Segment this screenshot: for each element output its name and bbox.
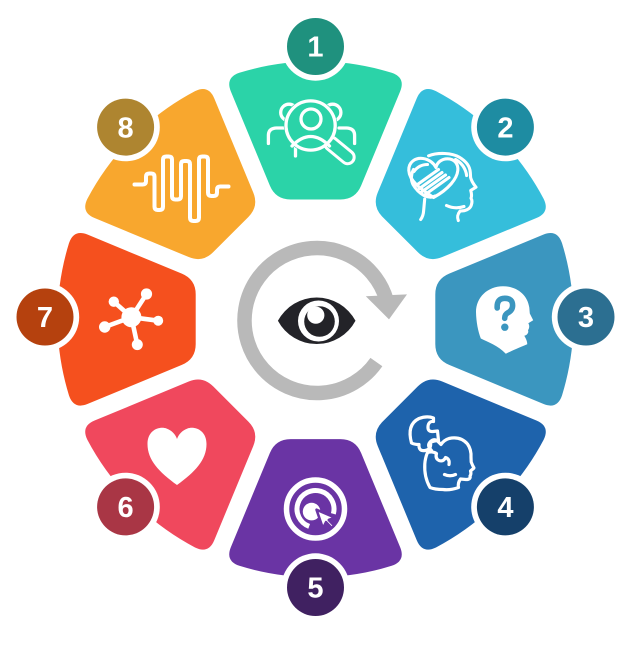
svg-text:1: 1 xyxy=(307,32,323,64)
svg-text:4: 4 xyxy=(497,492,513,524)
svg-text:3: 3 xyxy=(578,302,594,334)
svg-text:5: 5 xyxy=(307,573,323,605)
svg-text:6: 6 xyxy=(118,492,134,524)
svg-text:7: 7 xyxy=(37,302,53,334)
svg-text:2: 2 xyxy=(497,112,513,144)
svg-text:8: 8 xyxy=(118,112,134,144)
